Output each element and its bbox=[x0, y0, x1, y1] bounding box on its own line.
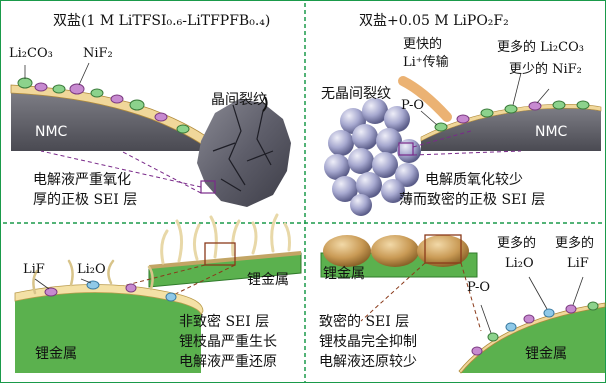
left-desc-line2: 厚的正极 SEI 层 bbox=[33, 193, 137, 207]
right-title: 双盐+0.05 M LiPO₂F₂ bbox=[359, 14, 509, 28]
more-li2co3-species bbox=[505, 105, 517, 113]
faster-label-line1: 更快的 bbox=[403, 38, 442, 51]
nif2-label: NiF₂ bbox=[83, 47, 113, 60]
left-bottom-line3: 电解液严重还原 bbox=[179, 355, 277, 369]
li2o-label-right: Li₂O bbox=[505, 257, 534, 270]
more-label-2: 更多的 bbox=[555, 237, 594, 250]
left-bottom-line2: 锂枝晶严重生长 bbox=[179, 335, 277, 349]
li2co3-species bbox=[18, 78, 32, 88]
no-crack-label: 无晶间裂纹 bbox=[321, 87, 391, 101]
po-species bbox=[488, 333, 498, 341]
nmc-label-left: NMC bbox=[35, 125, 67, 139]
nif2-species bbox=[70, 84, 84, 94]
lif-species bbox=[45, 288, 57, 296]
li2co3-label: Li₂CO₃ bbox=[9, 47, 53, 60]
less-nif2-label: 更少的 NiF₂ bbox=[509, 63, 582, 76]
cracked-cathode-particle bbox=[197, 99, 291, 207]
li2o-label: Li₂O bbox=[77, 263, 106, 276]
faster-label-line2: Li⁺传输 bbox=[403, 56, 449, 69]
more-label-1: 更多的 bbox=[497, 237, 536, 250]
right-bottom-line2: 锂枝晶完全抑制 bbox=[319, 335, 417, 349]
left-title: 双盐(1 M LiTFSI₀.₆-LiTFPFB₀.₄) bbox=[53, 14, 270, 28]
po-label-bottom: P-O bbox=[467, 281, 490, 294]
lif-label: LiF bbox=[23, 263, 45, 276]
dense-deposit bbox=[323, 235, 371, 267]
po-label-top: P-O bbox=[401, 99, 424, 112]
li-metal-label-slab-right: 锂金属 bbox=[323, 267, 365, 281]
more-li2o-species bbox=[544, 309, 554, 317]
right-desc-line2: 薄而致密的正极 SEI 层 bbox=[399, 193, 545, 207]
li-metal-label-slab: 锂金属 bbox=[247, 273, 289, 287]
lif-label-right: LiF bbox=[567, 257, 589, 270]
less-nif2-species bbox=[529, 102, 541, 110]
more-lif-species bbox=[566, 305, 576, 313]
nmc-label-right: NMC bbox=[535, 125, 567, 139]
crack-label: 晶间裂纹 bbox=[211, 93, 267, 107]
li-metal-label-anode-right: 锂金属 bbox=[525, 347, 567, 361]
left-bottom-line1: 非致密 SEI 层 bbox=[179, 315, 269, 329]
right-bottom-line3: 电解液还原较少 bbox=[319, 355, 417, 369]
li-metal-label-anode: 锂金属 bbox=[35, 347, 77, 361]
right-bottom-line1: 致密的 SEI 层 bbox=[319, 315, 409, 329]
left-desc-line1: 电解液严重氧化 bbox=[33, 173, 131, 187]
more-li2co3-label: 更多的 Li₂CO₃ bbox=[497, 41, 584, 54]
right-desc-line1: 电解质氧化较少 bbox=[425, 173, 523, 187]
